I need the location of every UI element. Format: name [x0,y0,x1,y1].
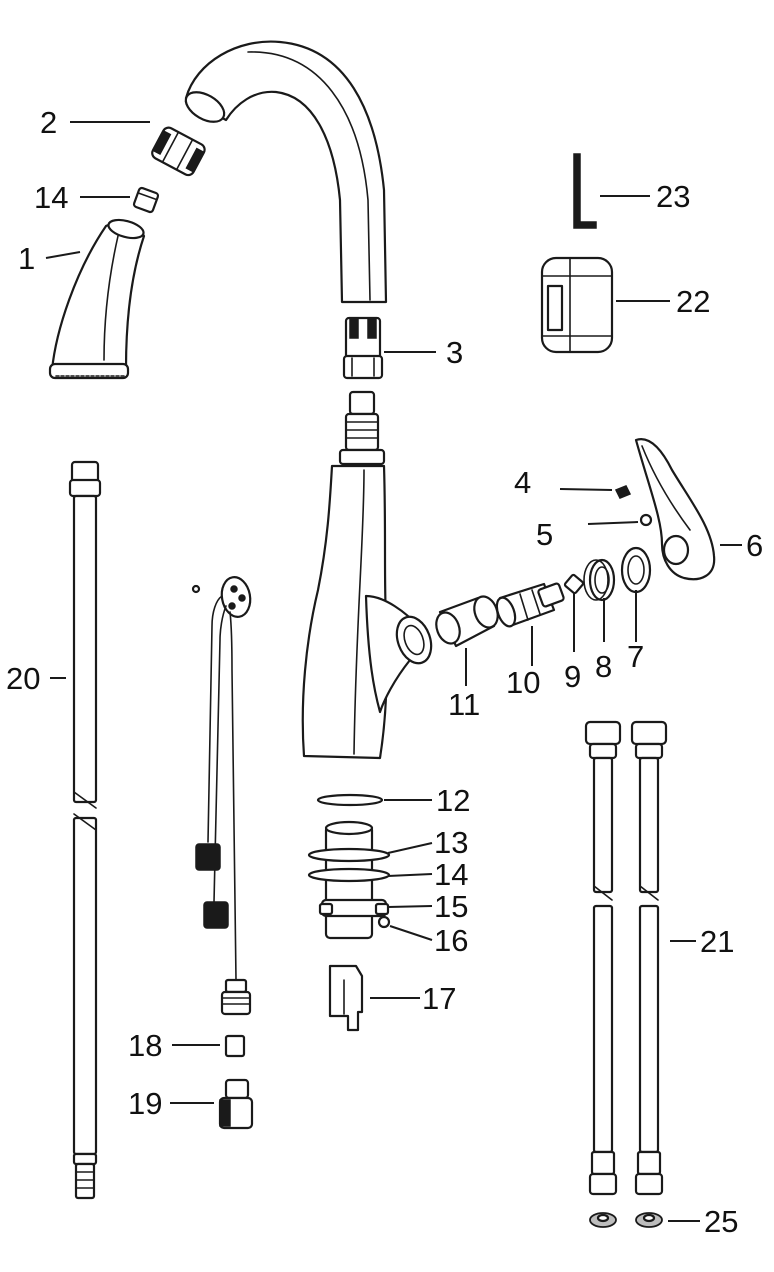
callout-16: 16 [434,923,468,958]
spout [184,40,388,304]
cartridge-sleeve [435,595,499,648]
hose-weight [540,256,614,354]
callout-3: 3 [446,335,463,370]
leader-lines [45,121,742,1222]
callout-4: 4 [514,465,531,500]
callout-19: 19 [128,1086,162,1121]
spray-washer [132,186,160,214]
o-ring [316,793,384,807]
callout-14-top: 14 [34,180,68,215]
callout-17: 17 [422,981,456,1016]
faucet-body [301,464,433,760]
spray-head [48,218,146,380]
callout-25: 25 [704,1204,738,1239]
callout-21: 21 [700,924,734,959]
spout-connector [342,316,384,380]
callout-7: 7 [627,639,644,674]
callout-20: 20 [6,661,40,696]
callout-13: 13 [434,825,468,860]
quick-connector [218,1078,254,1130]
cartridge [495,582,565,628]
mounting-shank [307,820,391,940]
callout-15: 15 [434,889,468,924]
callout-2: 2 [40,105,57,140]
plug-button [639,513,653,527]
supply-tubes [191,576,252,1016]
bonnet-nut [583,558,616,602]
callout-labels: 1 2 3 4 5 6 7 8 9 10 11 12 13 14 14 15 1… [6,105,763,1239]
stem-adapter [563,573,585,595]
callout-11: 11 [448,687,480,722]
mounting-clip [328,964,364,1032]
callout-10: 10 [506,665,540,700]
callout-18: 18 [128,1028,162,1063]
callout-23: 23 [656,179,690,214]
pull-out-hose [68,460,102,1200]
callout-1: 1 [18,241,35,276]
callout-6: 6 [746,528,763,563]
supply-hose-right [630,720,668,1196]
callout-12: 12 [436,783,470,818]
hex-key [573,153,597,229]
spray-adapter [151,126,206,177]
callout-14-bottom: 14 [434,857,468,892]
hose-fitting [338,390,386,466]
callout-22: 22 [676,284,710,319]
supply-hose-left [584,720,622,1196]
callout-5: 5 [536,517,553,552]
mounting-bracket [318,898,391,929]
tube-bushing [224,1034,246,1058]
handle-lever [634,438,716,581]
callout-8: 8 [595,649,612,684]
callout-9: 9 [564,659,581,694]
cap-ring [620,546,652,594]
set-screw [614,485,632,499]
supply-washers [589,1212,663,1228]
